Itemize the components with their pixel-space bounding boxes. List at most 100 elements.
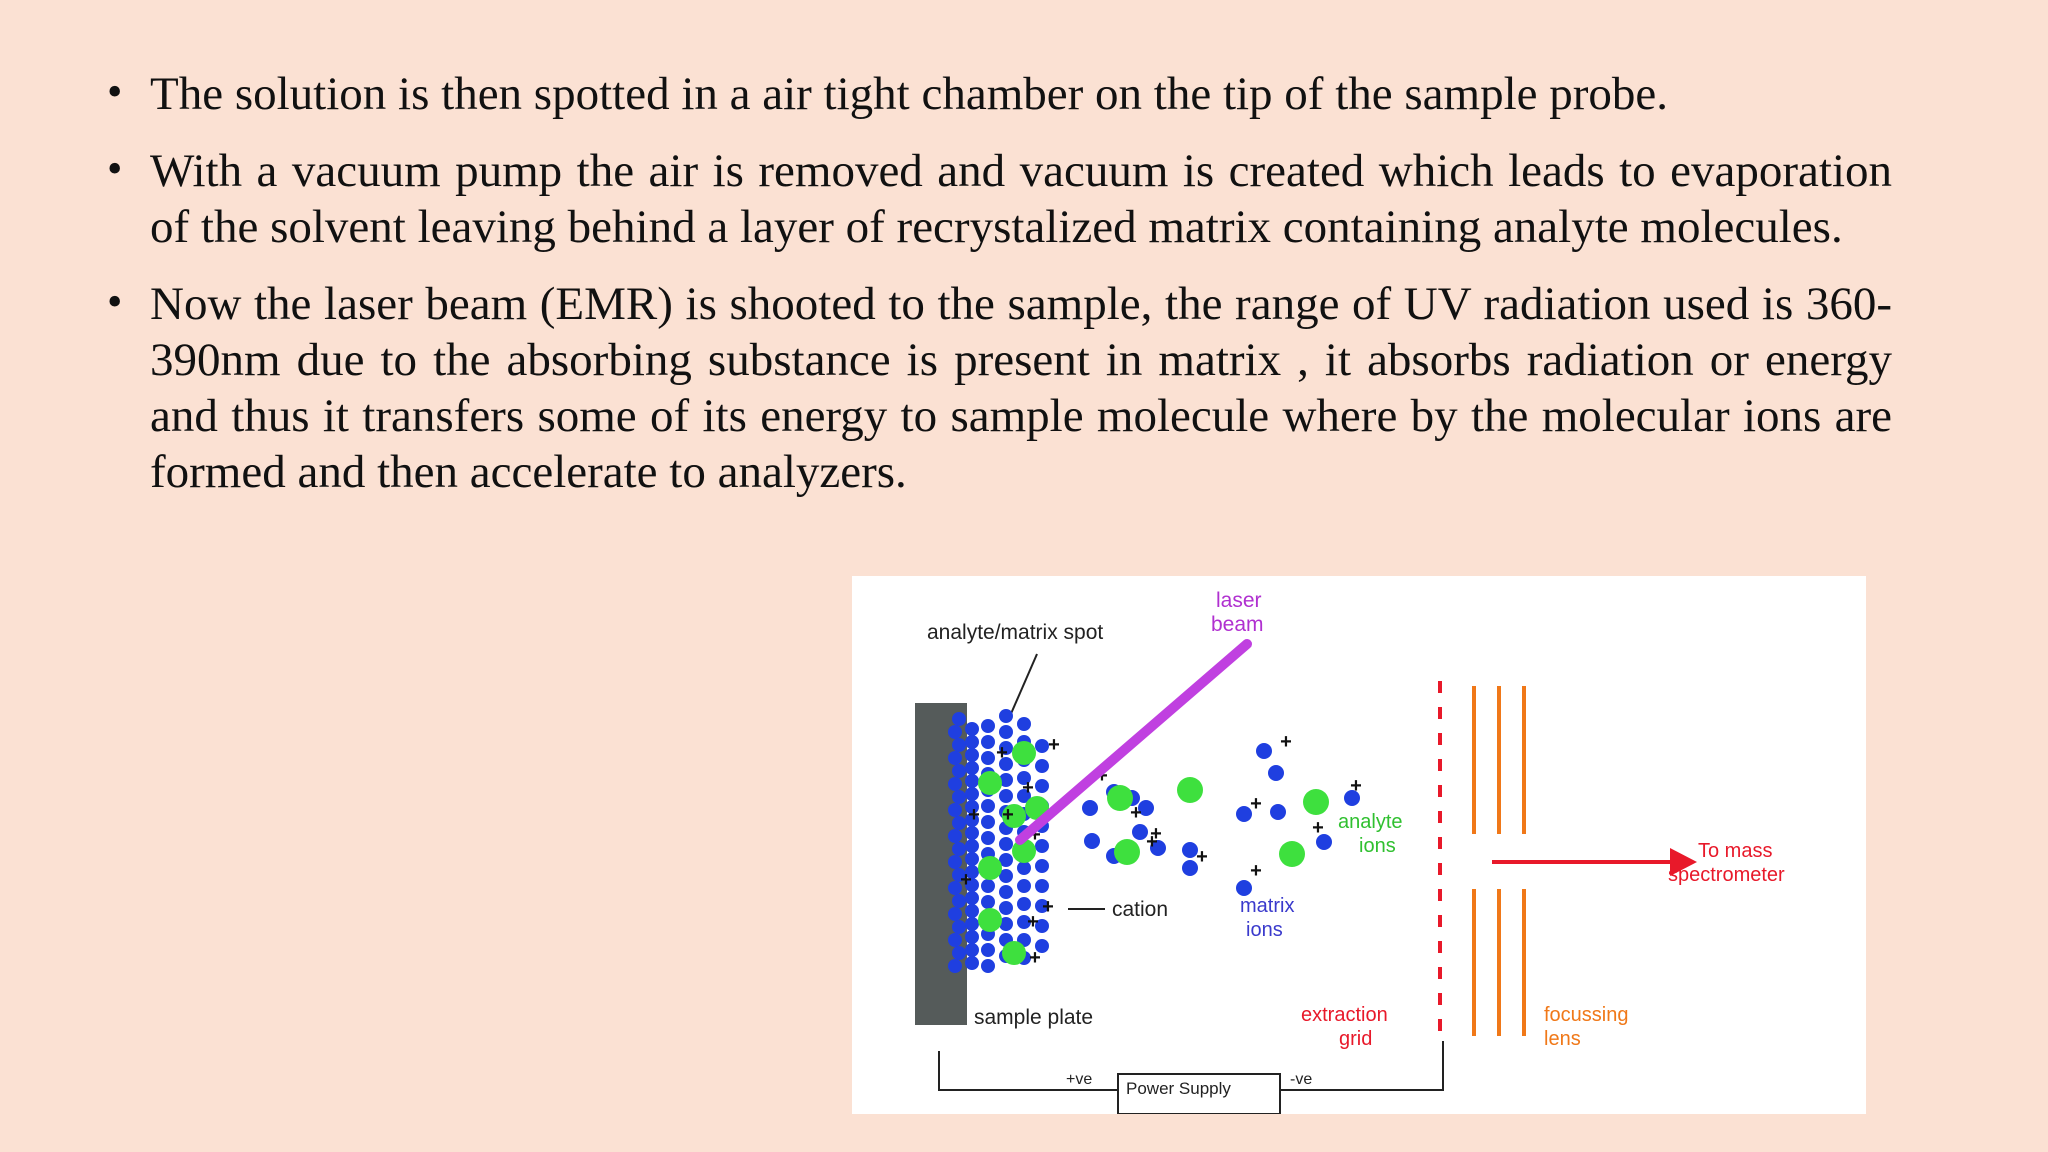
spot-pointer-line <box>1009 653 1038 717</box>
matrix-ion-icon <box>965 735 979 749</box>
bullet-item: •With a vacuum pump the air is removed a… <box>107 143 1892 255</box>
matrix-ion-icon <box>1084 833 1100 849</box>
plus-charge-icon: + <box>960 869 972 891</box>
matrix-ion-icon <box>999 789 1013 803</box>
plus-charge-icon: + <box>1048 734 1060 756</box>
analyte-ions-label: analyte <box>1338 811 1403 833</box>
analyte-ion-icon <box>1114 839 1140 865</box>
plus-charge-icon: + <box>968 804 980 826</box>
matrix-ion-icon <box>1035 759 1049 773</box>
matrix-ion-icon <box>965 917 979 931</box>
matrix-ion-icon <box>952 738 966 752</box>
plus-charge-icon: + <box>1196 846 1208 868</box>
matrix-ion-icon <box>952 764 966 778</box>
matrix-ion-icon <box>1035 839 1049 853</box>
analyte-ion-icon <box>1012 839 1036 863</box>
matrix-ion-icon <box>999 869 1013 883</box>
plus-charge-icon: + <box>1029 947 1041 969</box>
analyte-ion-icon <box>978 856 1002 880</box>
analyte-ion-icon <box>1012 741 1036 765</box>
analyte-ion-icon <box>978 771 1002 795</box>
matrix-ion-icon <box>999 725 1013 739</box>
matrix-ion-icon <box>965 943 979 957</box>
matrix-ion-icon <box>999 853 1013 867</box>
matrix-ion-icon <box>965 865 979 879</box>
matrix-ion-icon <box>1035 739 1049 753</box>
matrix-ion-icon <box>965 930 979 944</box>
matrix-ion-icon <box>1132 824 1148 840</box>
sample-plate-label: sample plate <box>974 1006 1093 1029</box>
maldi-diagram: ++++++++++++++++++++ laser beam analyte/… <box>852 576 1866 1114</box>
matrix-ion-icon <box>1270 804 1286 820</box>
bullet-text: Now the laser beam (EMR) is shooted to t… <box>150 278 1892 498</box>
matrix-ion-icon <box>952 712 966 726</box>
matrix-ion-icon <box>981 943 995 957</box>
matrix-ion-icon <box>1082 800 1098 816</box>
matrix-ion-icon <box>1182 842 1198 858</box>
matrix-ion-icon <box>999 773 1013 787</box>
matrix-ion-icon <box>965 800 979 814</box>
bullet-list: • The solution is then spotted in a air t… <box>107 66 1892 521</box>
analyte-ion-icon <box>1177 777 1203 803</box>
matrix-ion-icon <box>981 831 995 845</box>
plus-charge-icon: + <box>1150 823 1162 845</box>
extraction-grid-label-2: grid <box>1339 1028 1372 1050</box>
matrix-ion-icon <box>999 741 1013 755</box>
bullet-item: • The solution is then spotted in a air t… <box>107 66 1892 122</box>
matrix-ion-icon <box>965 904 979 918</box>
plus-charge-icon: + <box>1312 817 1324 839</box>
matrix-ion-icon <box>981 719 995 733</box>
matrix-ion-icon <box>965 839 979 853</box>
analyte-matrix-spot-label: analyte/matrix spot <box>927 621 1103 644</box>
matrix-ion-icon <box>965 826 979 840</box>
matrix-ion-icon <box>1017 915 1031 929</box>
matrix-ion-icon <box>1035 899 1049 913</box>
matrix-ion-icon <box>999 885 1013 899</box>
matrix-ion-icon <box>965 722 979 736</box>
matrix-ion-icon <box>1035 779 1049 793</box>
matrix-ion-icon <box>952 894 966 908</box>
bullet-dot: • <box>107 67 123 116</box>
matrix-ions-label: matrix <box>1240 895 1294 917</box>
matrix-ion-icon <box>1035 859 1049 873</box>
matrix-ion-icon <box>965 813 979 827</box>
focusing-lens-bottom <box>1472 889 1526 1036</box>
matrix-ion-icon <box>948 829 962 843</box>
plus-charge-icon: + <box>1250 860 1262 882</box>
matrix-ion-icon <box>981 895 995 909</box>
laser-beam-label: laser <box>1216 589 1262 612</box>
analyte-ion-icon <box>1279 841 1305 867</box>
matrix-ion-icon <box>952 790 966 804</box>
plus-charge-icon: + <box>1029 824 1041 846</box>
matrix-ion-icon <box>965 878 979 892</box>
matrix-ion-icon <box>948 855 962 869</box>
matrix-ion-icon <box>999 837 1013 851</box>
analyte-ion-icon <box>1107 785 1133 811</box>
plus-charge-icon: + <box>1130 802 1142 824</box>
bullet-text: The solution is then spotted in a air ti… <box>150 68 1669 120</box>
matrix-ion-icon <box>1035 919 1049 933</box>
cation-label: cation <box>1112 898 1168 921</box>
matrix-ion-icon <box>965 774 979 788</box>
matrix-ion-icon <box>981 751 995 765</box>
analyte-ion-icon <box>1002 941 1026 965</box>
bullet-dot: • <box>107 277 123 326</box>
focusing-lens-label: focussing <box>1544 1004 1629 1026</box>
matrix-ion-icon <box>952 868 966 882</box>
matrix-ions-label-2: ions <box>1246 919 1283 941</box>
plus-charge-icon: + <box>1250 793 1262 815</box>
plus-charge-icon: + <box>1002 804 1014 826</box>
matrix-ion-icon <box>1150 840 1166 856</box>
matrix-ion-icon <box>1316 834 1332 850</box>
matrix-ion-icon <box>1182 860 1198 876</box>
matrix-ion-icon <box>981 799 995 813</box>
plus-charge-icon: + <box>1280 731 1292 753</box>
analyte-ions-label-2: ions <box>1359 835 1396 857</box>
matrix-ion-group <box>948 709 1360 973</box>
matrix-ion-icon <box>965 956 979 970</box>
matrix-ion-icon <box>999 757 1013 771</box>
matrix-ion-icon <box>1236 806 1252 822</box>
power-supply-box <box>1117 1073 1281 1114</box>
matrix-ion-icon <box>981 815 995 829</box>
power-supply-label: Power Supply <box>1126 1079 1231 1098</box>
